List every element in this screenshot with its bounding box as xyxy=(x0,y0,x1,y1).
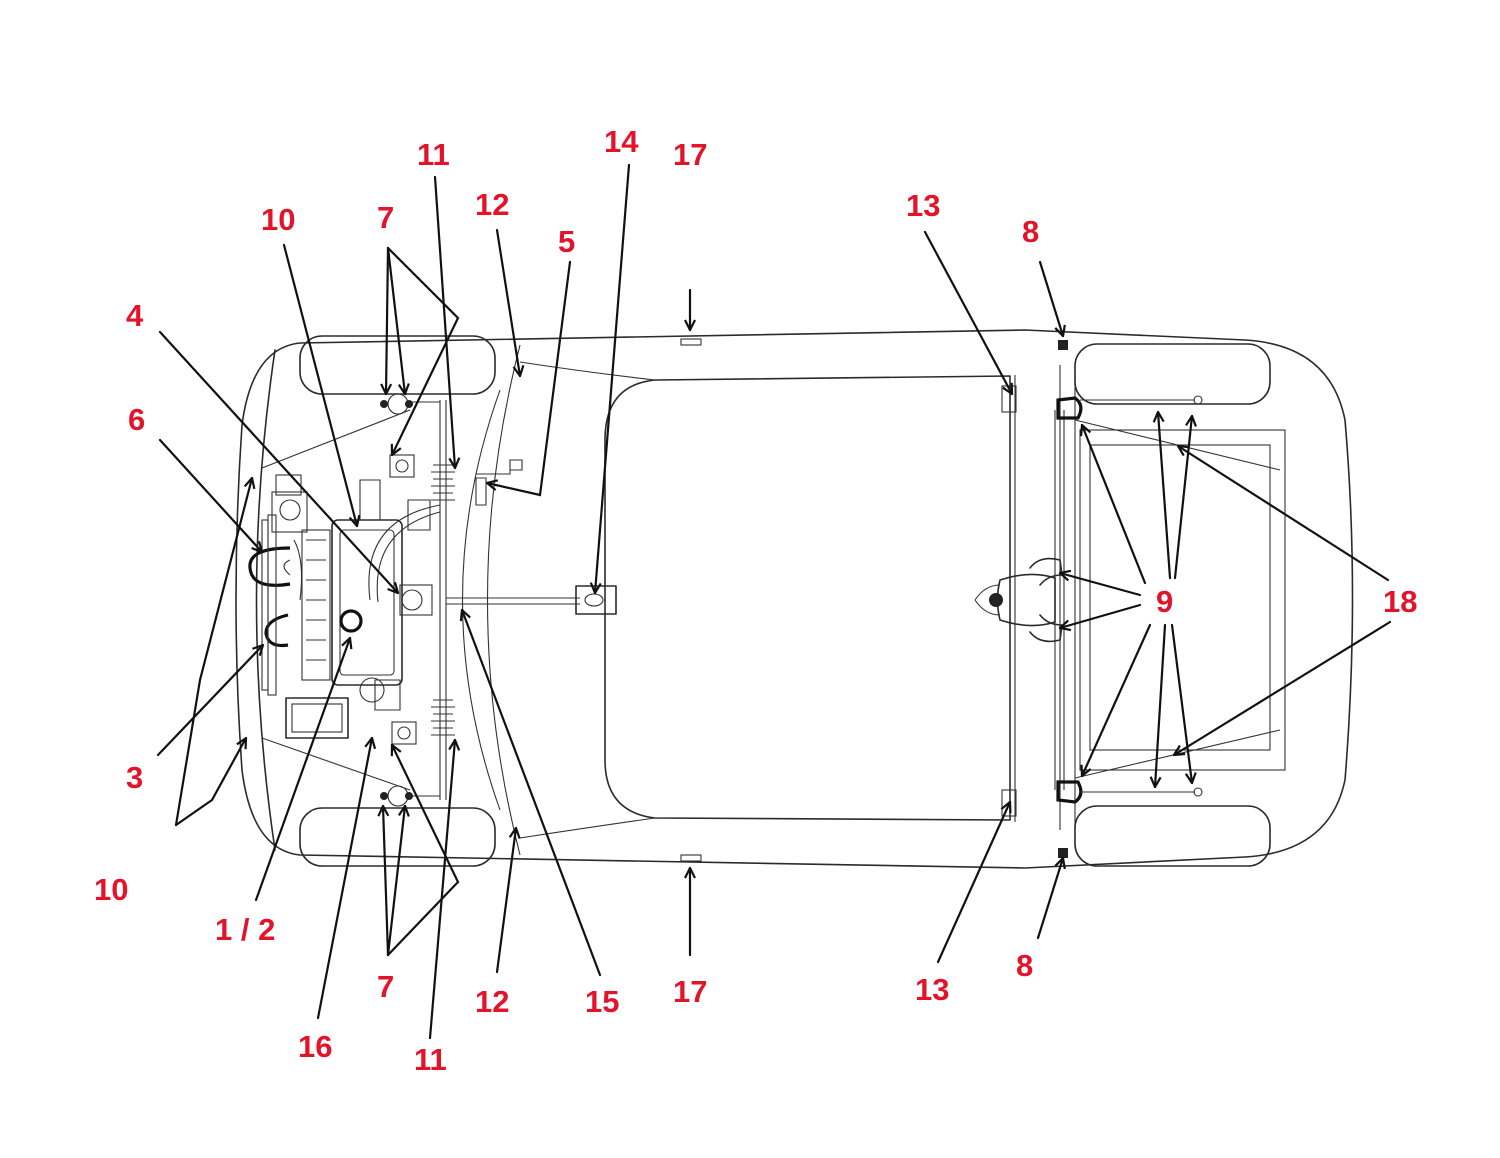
front-cowl-arc xyxy=(487,344,521,856)
lower-hose xyxy=(264,613,289,648)
label-10-bottom: 10 xyxy=(94,872,128,907)
rack-boot-bottom xyxy=(431,699,455,736)
label-7-top: 7 xyxy=(377,200,394,235)
front-wheel-top xyxy=(299,335,496,395)
upper-hose xyxy=(248,546,291,587)
differential xyxy=(996,573,1056,627)
label-3: 3 xyxy=(126,760,143,795)
rear-hub-bottom xyxy=(1056,780,1083,804)
front-fender-curve xyxy=(255,349,276,851)
body-outline xyxy=(235,329,1354,869)
label-17-bottom: 17 xyxy=(673,974,707,1009)
callout-labels: 4 6 10 7 11 12 5 14 17 13 8 9 18 3 10 1 … xyxy=(94,124,1417,1077)
cabin-floor xyxy=(604,375,1011,821)
label-12-bottom: 12 xyxy=(475,984,509,1019)
label-4: 4 xyxy=(126,298,144,333)
label-5: 5 xyxy=(558,224,575,259)
jack-point-top xyxy=(680,338,702,346)
rear-hub-top xyxy=(1056,396,1083,420)
anti-roll-bar xyxy=(261,409,411,791)
rack-boot-top xyxy=(431,464,455,501)
label-11-top: 11 xyxy=(417,137,450,172)
label-15: 15 xyxy=(585,984,619,1019)
rocker-top xyxy=(519,361,656,381)
rear-axle xyxy=(974,340,1281,858)
rear-frame-outline xyxy=(1014,365,1076,830)
jack-point-bottom xyxy=(680,854,702,862)
label-10-top: 10 xyxy=(261,202,295,237)
pedal-box xyxy=(475,459,523,506)
rear-inner-panel-2 xyxy=(1089,444,1271,751)
label-9: 9 xyxy=(1156,584,1173,619)
label-13-bottom: 13 xyxy=(915,972,949,1007)
rear-wheel-bottom xyxy=(1074,805,1271,867)
car-body xyxy=(235,329,1354,869)
engine xyxy=(248,474,433,739)
oil-filler-cap xyxy=(339,609,363,633)
label-8-top: 8 xyxy=(1022,214,1039,249)
battery xyxy=(285,697,349,739)
label-7-bottom: 7 xyxy=(377,969,394,1004)
label-16: 16 xyxy=(298,1029,332,1064)
label-17-top: 17 xyxy=(673,137,707,172)
label-11-bottom: 11 xyxy=(414,1042,447,1077)
steering-shaft xyxy=(446,597,580,605)
front-inner-arc xyxy=(462,389,501,811)
leader-lines xyxy=(156,163,1392,1040)
label-6: 6 xyxy=(128,402,145,437)
label-13-top: 13 xyxy=(906,188,940,223)
front-suspension xyxy=(261,393,617,807)
rear-wheel-top xyxy=(1074,343,1271,405)
label-1-2: 1 / 2 xyxy=(215,912,275,947)
label-18: 18 xyxy=(1383,584,1417,619)
label-12-top: 12 xyxy=(475,187,509,222)
label-8-bottom: 8 xyxy=(1016,948,1033,983)
rear-inner-panel xyxy=(1079,429,1286,771)
rocker-bottom xyxy=(519,817,656,839)
label-14: 14 xyxy=(604,124,639,159)
